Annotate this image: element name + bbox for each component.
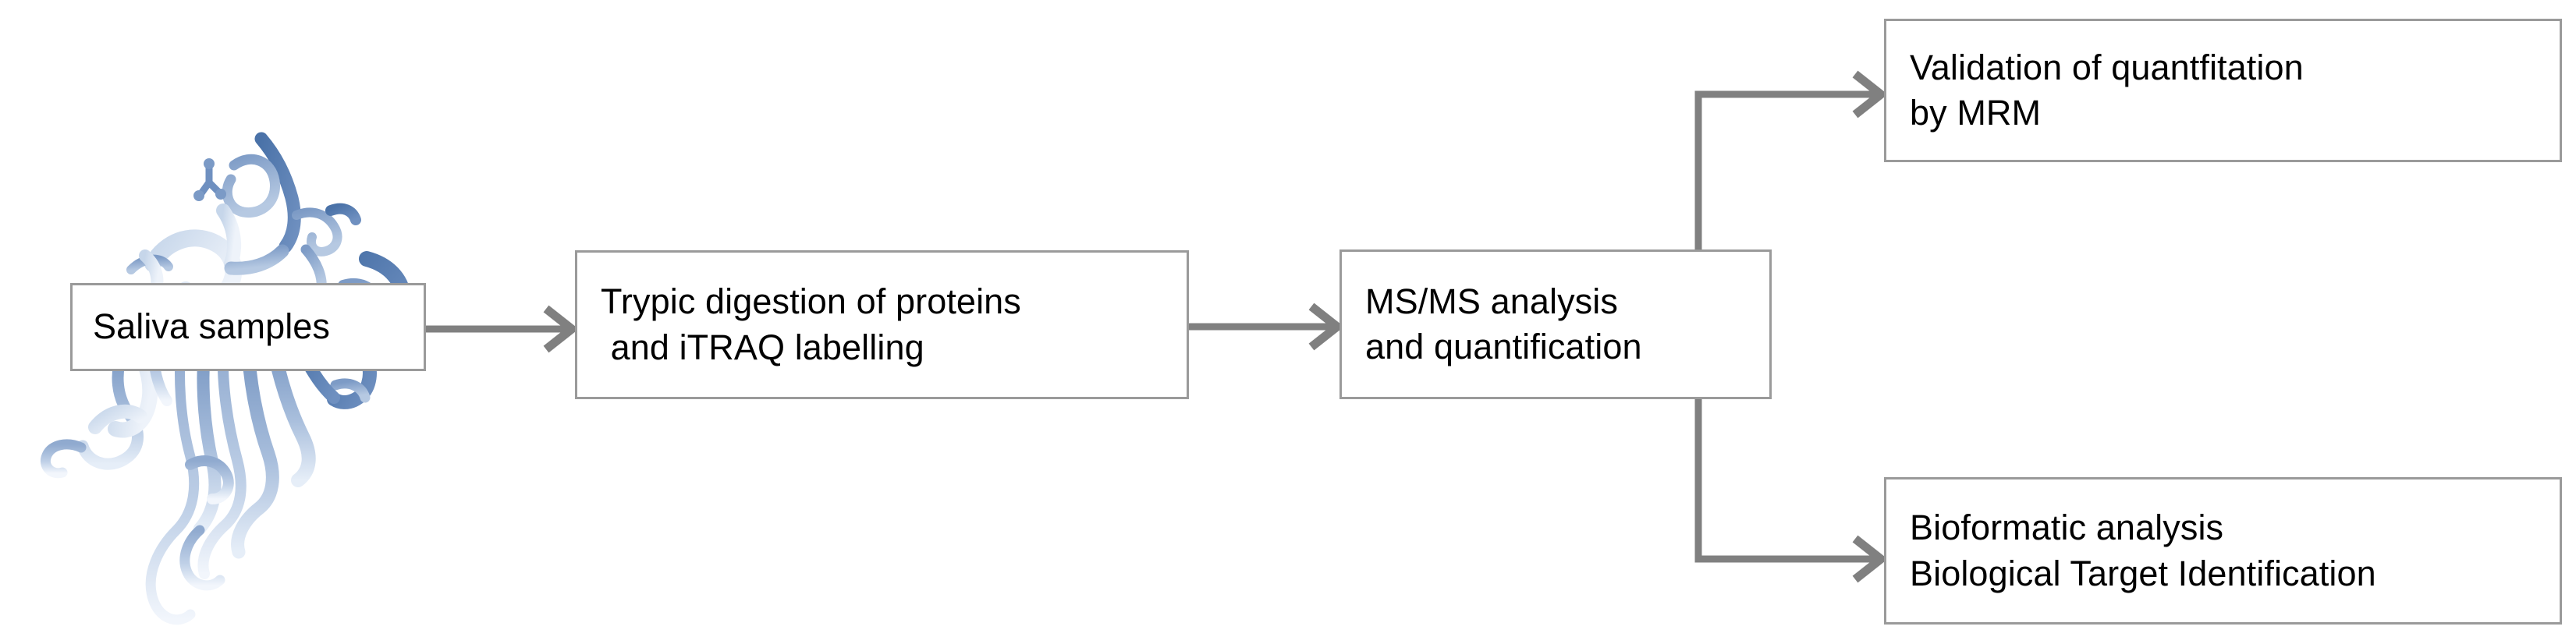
node-validation-mrm[interactable]: Validation of quantfitation by MRM	[1884, 19, 2562, 162]
arrow-saliva-to-digestion	[426, 305, 579, 353]
arrow-digestion-to-msms	[1189, 303, 1344, 351]
node-validation-mrm-line-2: by MRM	[1910, 93, 2042, 133]
arrow-msms-to-bioinfo	[1694, 398, 1888, 583]
node-bioinformatic-analysis[interactable]: Bioformatic analysis Biological Target I…	[1884, 477, 2562, 625]
node-msms-analysis[interactable]: MS/MS analysis and quantification	[1339, 249, 1772, 399]
node-bioinformatic-analysis-line-2: Biological Target Identification	[1910, 553, 2376, 593]
node-bioinformatic-analysis-line-1: Bioformatic analysis	[1910, 508, 2224, 547]
node-msms-analysis-line-2: and quantification	[1365, 327, 1642, 366]
arrow-msms-to-validation	[1694, 70, 1888, 251]
node-saliva-samples[interactable]: Saliva samples	[70, 283, 426, 371]
node-saliva-samples-line-1: Saliva samples	[93, 306, 331, 347]
node-trypic-digestion-line-2: and iTRAQ labelling	[601, 327, 924, 367]
node-trypic-digestion-line-1: Trypic digestion of proteins	[601, 281, 1021, 321]
node-trypic-digestion[interactable]: Trypic digestion of proteins and iTRAQ l…	[575, 250, 1189, 399]
node-msms-analysis-line-1: MS/MS analysis	[1365, 281, 1618, 321]
node-validation-mrm-line-1: Validation of quantfitation	[1910, 47, 2304, 87]
